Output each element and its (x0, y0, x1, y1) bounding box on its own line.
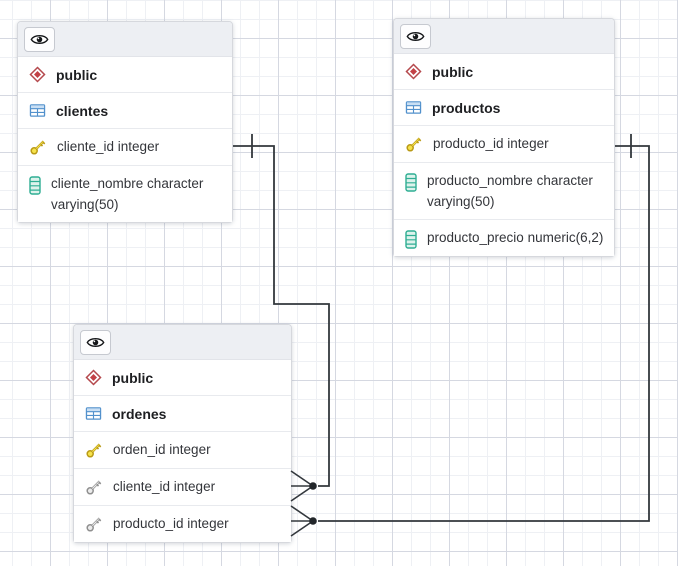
table-name-row: productos (394, 89, 614, 125)
column-row: cliente_id integer (74, 468, 291, 505)
table-name: ordenes (112, 405, 167, 422)
foreign-key-icon (85, 478, 103, 496)
column-label: cliente_nombre character varying(50) (51, 176, 204, 212)
toggle-details-button[interactable] (400, 23, 431, 49)
column-row: producto_id integer (74, 505, 291, 542)
column-row: producto_precio numeric(6,2) (394, 219, 614, 257)
schema-row: public (18, 57, 232, 92)
schema-name: public (432, 63, 474, 80)
many-cardinality-crowfoot (290, 470, 314, 502)
table-grid-icon (405, 100, 422, 115)
many-cardinality-crowfoot (290, 505, 314, 537)
column-label: producto_precio numeric(6,2) (427, 230, 604, 246)
toggle-details-button[interactable] (80, 329, 111, 355)
primary-key-icon (405, 135, 423, 153)
table-name: productos (432, 99, 501, 116)
column-icon (405, 230, 417, 249)
eye-icon (30, 33, 49, 46)
schema-row: public (74, 360, 291, 395)
column-icon (405, 173, 417, 192)
primary-key-icon (29, 138, 47, 156)
column-row: producto_id integer (394, 125, 614, 162)
schema-row: public (394, 54, 614, 89)
table-card-productos[interactable]: public productos producto_i (393, 18, 615, 258)
column-icon (29, 176, 41, 195)
foreign-key-icon (85, 515, 103, 533)
schema-name: public (56, 66, 98, 83)
column-label: cliente_id integer (113, 478, 216, 494)
column-row: cliente_nombre character varying(50) (18, 165, 232, 223)
table-card-header (394, 19, 614, 54)
table-grid-icon (85, 406, 102, 421)
schema-diamond-icon (29, 66, 46, 83)
column-row: cliente_id integer (18, 128, 232, 165)
table-grid-icon (29, 103, 46, 118)
table-name-row: clientes (18, 92, 232, 128)
table-card-ordenes[interactable]: public ordenes orden_id int (73, 324, 292, 543)
table-card-header (74, 325, 291, 360)
table-name: clientes (56, 102, 109, 119)
column-row: producto_nombre character varying(50) (394, 162, 614, 220)
column-label: cliente_id integer (57, 138, 160, 154)
eye-icon (406, 30, 425, 43)
column-label: producto_id integer (113, 515, 229, 531)
column-row: orden_id integer (74, 431, 291, 468)
table-card-clientes[interactable]: public clientes cliente_id (17, 21, 233, 224)
table-card-header (18, 22, 232, 57)
schema-diamond-icon (85, 369, 102, 386)
column-label: orden_id integer (113, 441, 211, 457)
schema-name: public (112, 369, 154, 386)
relationship-line (233, 145, 330, 487)
table-name-row: ordenes (74, 395, 291, 431)
primary-key-icon (85, 441, 103, 459)
eye-icon (86, 336, 105, 349)
relationship-line (318, 145, 650, 522)
schema-diamond-icon (405, 63, 422, 80)
column-label: producto_nombre character varying(50) (427, 173, 593, 209)
column-label: producto_id integer (433, 135, 549, 151)
toggle-details-button[interactable] (24, 26, 55, 52)
